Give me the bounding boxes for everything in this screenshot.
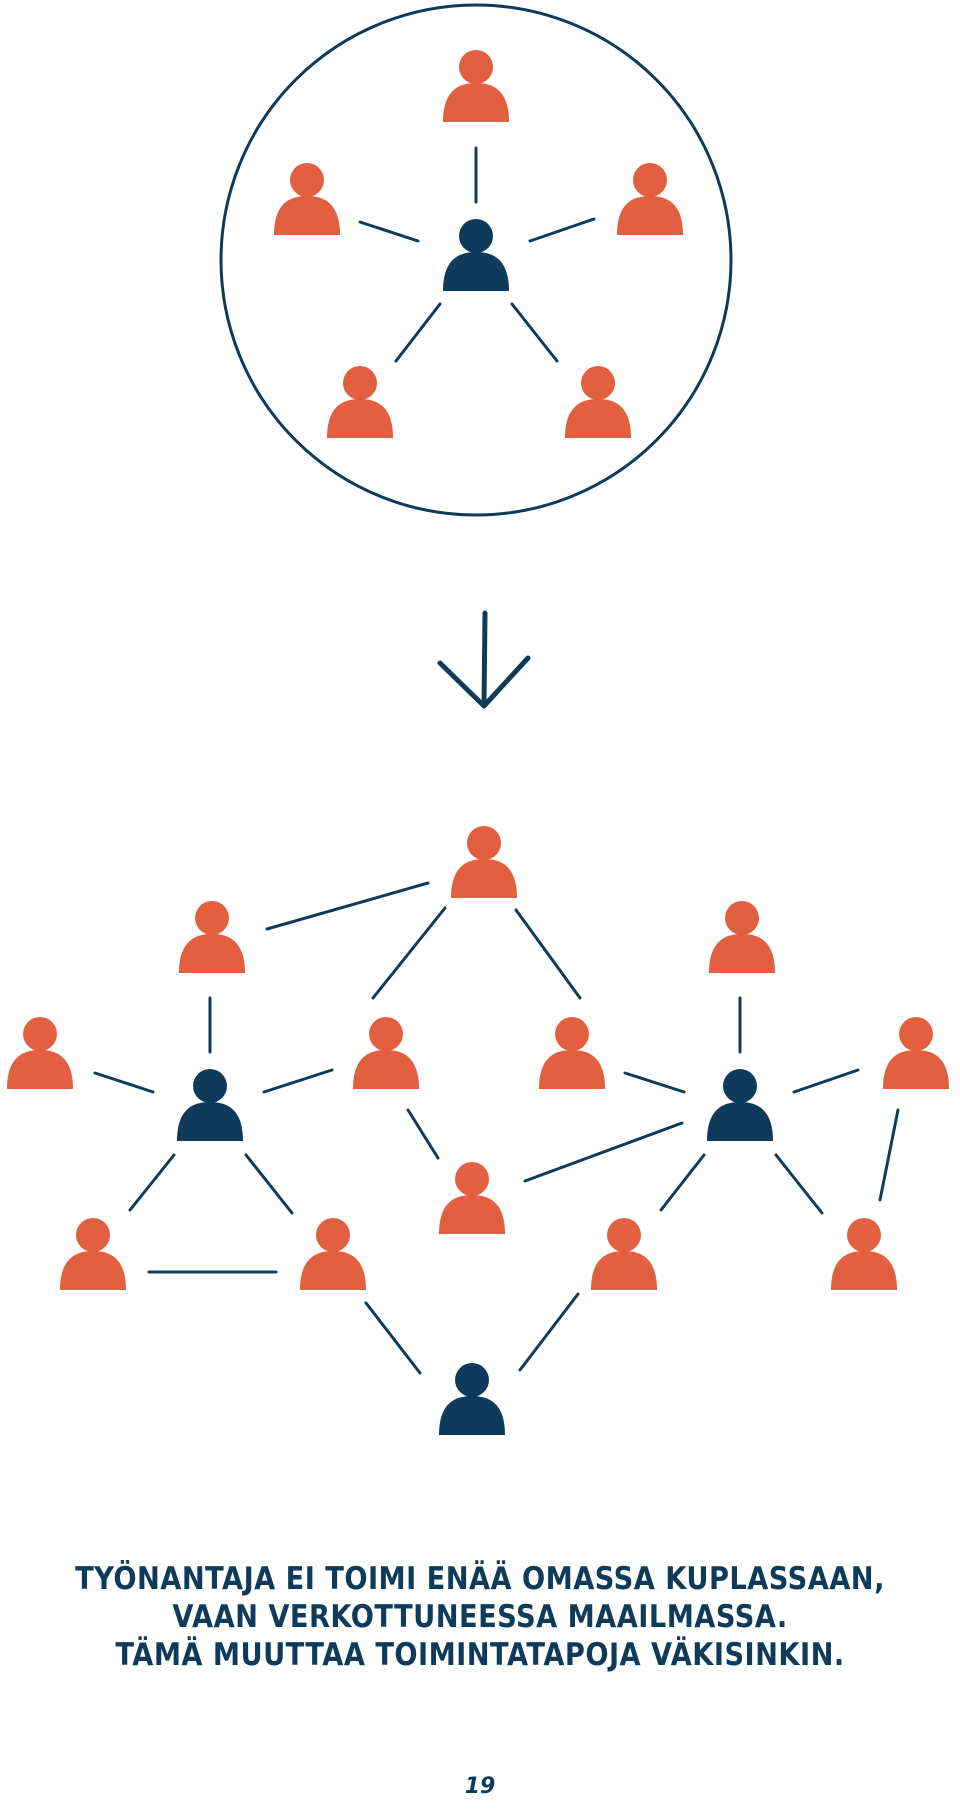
network-group xyxy=(7,826,949,1435)
person-icon xyxy=(439,1363,505,1435)
person-icon xyxy=(707,1069,773,1141)
connector-line xyxy=(406,1108,440,1160)
connector-line xyxy=(364,1301,422,1375)
connector-line xyxy=(265,881,430,931)
arrow-down-icon xyxy=(437,610,531,709)
person-icon xyxy=(443,219,509,291)
person-icon xyxy=(451,826,517,898)
connector-line xyxy=(93,1071,155,1094)
person-icon xyxy=(439,1162,505,1234)
connector-line xyxy=(394,302,442,363)
person-icon xyxy=(300,1218,366,1290)
person-icon xyxy=(831,1218,897,1290)
connector-line xyxy=(518,1292,580,1372)
person-icon xyxy=(883,1017,949,1089)
connector-line xyxy=(792,1068,860,1094)
caption-line-3: TÄMÄ MUUTTAA TOIMINTATAPOJA VÄKISINKIN. xyxy=(115,1637,845,1673)
connector-line xyxy=(878,1108,900,1202)
connector-line xyxy=(528,217,596,243)
connector-line xyxy=(510,302,559,363)
bubble-connector-lines xyxy=(358,146,596,363)
connector-line xyxy=(523,1121,684,1183)
person-icon xyxy=(539,1017,605,1089)
connector-line xyxy=(514,908,582,1000)
caption-line-1: TYÖNANTAJA EI TOIMI ENÄÄ OMASSA KUPLASSA… xyxy=(75,1561,885,1597)
caption-line-2: VAAN VERKOTTUNEESSA MAAILMASSA. xyxy=(172,1599,788,1635)
caption: TYÖNANTAJA EI TOIMI ENÄÄ OMASSA KUPLASSA… xyxy=(58,1560,903,1674)
bubble-group xyxy=(219,3,733,517)
connector-line xyxy=(623,1071,686,1094)
person-icon xyxy=(591,1218,657,1290)
person-icon xyxy=(565,366,631,438)
person-icon xyxy=(443,50,509,122)
connector-line xyxy=(774,1153,824,1215)
person-icon xyxy=(60,1218,126,1290)
bubble-circle xyxy=(219,3,733,517)
connector-line xyxy=(371,906,447,1000)
connector-line xyxy=(659,1153,706,1212)
person-icon xyxy=(179,901,245,973)
person-icon xyxy=(177,1069,243,1141)
connector-line xyxy=(262,1068,334,1094)
connector-line xyxy=(358,220,420,243)
person-icon xyxy=(274,163,340,235)
connector-line xyxy=(244,1153,294,1215)
person-icon xyxy=(7,1017,73,1089)
person-icon xyxy=(327,366,393,438)
connector-line xyxy=(128,1153,176,1212)
person-icon xyxy=(353,1017,419,1089)
network-connector-lines xyxy=(93,881,900,1375)
person-icon xyxy=(709,901,775,973)
person-icon xyxy=(617,163,683,235)
page-number: 19 xyxy=(464,1774,496,1799)
